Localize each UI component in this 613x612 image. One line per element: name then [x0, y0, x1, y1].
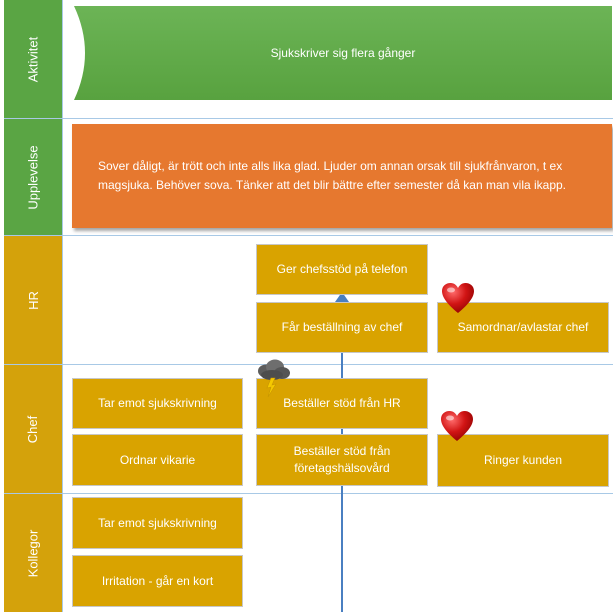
- lane-label-kollegor: Kollegor: [4, 494, 62, 612]
- lane-divider: [4, 364, 613, 365]
- experience-box: Sover dåligt, är trött och inte alls lik…: [72, 124, 612, 228]
- kollegor-irritation-box: Irritation - går en kort: [72, 555, 243, 607]
- chef-arranges-substitute-box: Ordnar vikarie: [72, 434, 243, 486]
- lane-label-hr: HR: [4, 236, 62, 364]
- chef-receives-sick-note-box: Tar emot sjukskrivning: [72, 378, 243, 429]
- chef-orders-health-service-label: Beställer stöd från företagshälsovård: [293, 444, 391, 475]
- lane-title-aktivitet: Aktivitet: [25, 36, 41, 82]
- activity-chevron: [74, 6, 612, 100]
- chef-orders-health-service-box: Beställer stöd från företagshälsovård: [256, 434, 428, 486]
- activity-text: Sjukskriver sig flera gånger: [270, 46, 416, 60]
- chef-orders-hr-support-label: Beställer stöd från HR: [283, 396, 401, 410]
- chef-calls-customer-label: Ringer kunden: [483, 453, 563, 467]
- lane-label-upplevelse: Upplevelse: [4, 119, 62, 235]
- kollegor-irritation-label: Irritation - går en kort: [101, 573, 214, 588]
- lane-title-chef: Chef: [25, 415, 41, 443]
- chef-calls-customer-box: Ringer kunden: [437, 434, 609, 487]
- lane-divider: [4, 118, 613, 119]
- lane-divider: [4, 235, 613, 236]
- hr-phone-support-box: Ger chefsstöd på telefon: [256, 244, 428, 295]
- arrow-up-icon: [335, 292, 349, 302]
- storm-cloud-icon: [258, 359, 290, 398]
- hr-coordinates-box: Samordnar/avlastar chef: [437, 302, 609, 353]
- hr-receives-order-box: Får beställning av chef: [256, 302, 428, 353]
- kollegor-receives-sick-note-label: Tar emot sjukskrivning: [98, 515, 217, 530]
- heart-icon: [441, 411, 473, 441]
- chef-receives-sick-note-label: Tar emot sjukskrivning: [98, 396, 217, 410]
- chef-orders-hr-support-box: Beställer stöd från HR: [256, 378, 428, 429]
- hr-receives-order-label: Får beställning av chef: [281, 320, 403, 334]
- lane-divider: [4, 493, 613, 494]
- lane-title-hr: HR: [25, 290, 41, 310]
- hr-coordinates-label: Samordnar/avlastar chef: [457, 320, 589, 334]
- lane-label-aktivitet: Aktivitet: [4, 0, 62, 118]
- heart-icon: [442, 283, 474, 313]
- lane-title-upplevelse: Upplevelse: [25, 144, 41, 210]
- lane-title-kollegor: Kollegor: [25, 529, 41, 577]
- hr-phone-support-label: Ger chefsstöd på telefon: [276, 262, 408, 276]
- kollegor-receives-sick-note-box: Tar emot sjukskrivning: [72, 497, 243, 549]
- chef-arranges-substitute-label: Ordnar vikarie: [119, 452, 196, 467]
- experience-text: Sover dåligt, är trött och inte alls lik…: [98, 159, 567, 192]
- lane-label-chef: Chef: [4, 365, 62, 493]
